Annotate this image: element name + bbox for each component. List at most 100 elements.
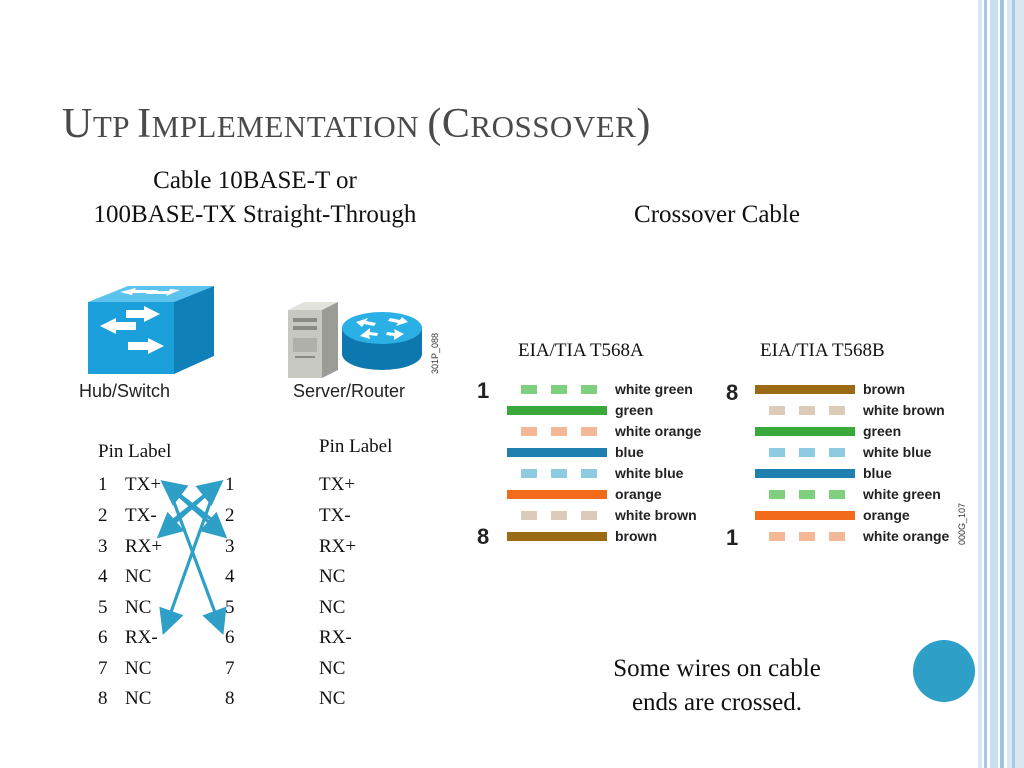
pin-label-header-left: Pin Label	[98, 441, 172, 462]
wire-stripe	[551, 469, 567, 478]
decor-stripe	[990, 0, 998, 768]
wire-stripe	[799, 532, 815, 541]
wire-row: white orange	[507, 423, 717, 440]
wire-label: white green	[615, 381, 693, 397]
wire-row: white green	[755, 486, 965, 503]
wire-color-bar	[755, 511, 855, 520]
wire-stripe	[829, 406, 845, 415]
wire-row: blue	[755, 465, 965, 482]
crossover-arrow	[166, 485, 227, 635]
wire-color-bar	[755, 469, 855, 478]
wire-stripe	[799, 490, 815, 499]
t568b-top-pin: 8	[726, 380, 739, 405]
wire-label: brown	[863, 381, 905, 397]
wire-label: white brown	[863, 402, 945, 418]
wire-row: white brown	[507, 507, 717, 524]
wire-stripe	[769, 490, 785, 499]
wire-label: orange	[863, 507, 910, 523]
wire-color-bar	[755, 385, 855, 394]
crossover-arrow	[159, 485, 218, 636]
wire-color-bar	[507, 490, 607, 499]
wire-stripe	[521, 469, 537, 478]
wire-color-bar	[507, 469, 607, 478]
wire-label: white brown	[615, 507, 697, 523]
wire-row: orange	[507, 486, 717, 503]
wire-color-bar	[507, 406, 607, 415]
wire-stripe	[581, 427, 597, 436]
slide-title: UTP IMPLEMENTATION (CROSSOVER)	[62, 101, 651, 147]
wire-row: white blue	[755, 444, 965, 461]
hub-switch-label: Hub/Switch	[79, 381, 171, 401]
wire-row: orange	[755, 507, 965, 524]
wire-stripe	[769, 406, 785, 415]
wire-label: blue	[863, 465, 892, 481]
wire-label: brown	[615, 528, 657, 544]
wire-stripe	[581, 385, 597, 394]
hub-switch-icon	[88, 286, 214, 374]
wire-stripe	[769, 532, 785, 541]
wire-color-bar	[755, 532, 855, 541]
wire-stripe	[521, 511, 537, 520]
t568a-title: EIA/TIA T568A	[518, 340, 644, 361]
decor-stripe	[1007, 0, 1024, 768]
wire-stripe	[829, 448, 845, 457]
wire-label: white blue	[863, 444, 932, 460]
server-router-icon	[288, 302, 422, 378]
crossover-arrows	[156, 480, 228, 636]
t568b-wiring: brown white brown green white blue blue white…	[755, 381, 965, 548]
left-heading: Cable 10BASE-T or 100BASE-TX Straight-Th…	[93, 167, 417, 228]
wire-label: white green	[863, 486, 941, 502]
decor-circle	[913, 640, 975, 702]
wire-color-bar	[507, 427, 607, 436]
diagram-code: 000G_107	[957, 502, 967, 545]
wire-label: white blue	[615, 465, 684, 481]
t568a-top-pin: 1	[477, 378, 490, 403]
wire-stripe	[551, 385, 567, 394]
decor-stripe	[1000, 0, 1004, 768]
t568b-title: EIA/TIA T568B	[760, 340, 885, 361]
decor-stripe	[984, 0, 987, 768]
decor-stripe	[1012, 0, 1015, 768]
wire-color-bar	[507, 448, 607, 457]
wire-label: blue	[615, 444, 644, 460]
wire-stripe	[829, 490, 845, 499]
wire-row: white brown	[755, 402, 965, 419]
t568a-wiring: white green green white orange blue white bl…	[507, 381, 717, 548]
pin-label-header-right: Pin Label	[319, 436, 393, 457]
wire-stripe	[799, 448, 815, 457]
wire-row: white green	[507, 381, 717, 398]
wire-color-bar	[507, 511, 607, 520]
decor-stripe	[978, 0, 982, 768]
wire-row: green	[507, 402, 717, 419]
wire-row: green	[755, 423, 965, 440]
wire-stripe	[829, 532, 845, 541]
crossover-arrow	[156, 484, 218, 539]
wire-color-bar	[507, 532, 607, 541]
wire-color-bar	[755, 406, 855, 415]
wire-stripe	[799, 406, 815, 415]
t568a-bottom-pin: 8	[477, 524, 490, 549]
wire-color-bar	[507, 385, 607, 394]
wire-label: green	[615, 402, 654, 418]
t568b-bottom-pin: 1	[726, 525, 739, 550]
wire-color-bar	[755, 448, 855, 457]
wire-row: blue	[507, 444, 717, 461]
wire-stripe	[551, 427, 567, 436]
wire-color-bar	[755, 427, 855, 436]
wire-row: brown	[755, 381, 965, 398]
wire-row: white orange	[755, 528, 965, 545]
wire-label: white orange	[863, 528, 950, 544]
router-image-code: 301P_088	[430, 332, 440, 374]
